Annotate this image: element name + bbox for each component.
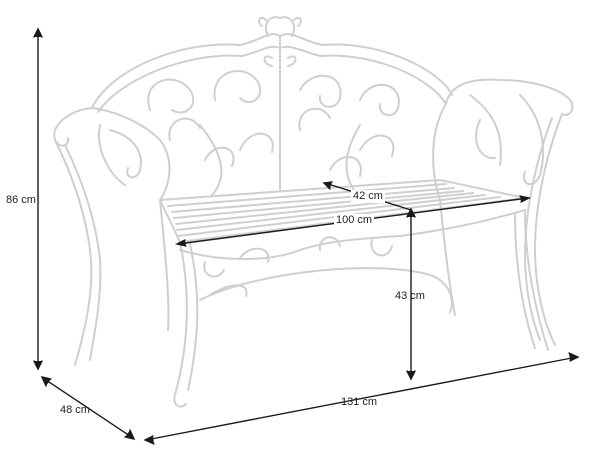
seat-depth-arrow-start <box>322 181 333 190</box>
seat-width-arrow-start <box>174 239 187 247</box>
left-armrest <box>53 107 171 201</box>
height-label: 86 cm <box>6 194 36 206</box>
height-arrow-top <box>33 27 43 38</box>
width-arrow-start <box>143 435 155 445</box>
height-arrow-bottom <box>33 360 43 371</box>
lower-brace <box>199 267 453 313</box>
width-arrow-end <box>568 352 580 362</box>
back-left-leg <box>159 199 170 331</box>
depth-dimension-line <box>42 377 134 439</box>
width-label: 131 cm <box>341 396 378 408</box>
seat-slats <box>167 183 501 237</box>
seat-width-label: 100 cm <box>334 214 375 227</box>
depth-arrow-end <box>124 429 136 440</box>
crest-ornament <box>258 16 302 71</box>
seat-height-arrow-bottom <box>406 370 416 381</box>
seat-depth-label: 42 cm <box>351 190 385 203</box>
right-armrest <box>432 78 574 201</box>
dimension-lines <box>33 27 580 445</box>
seat-apron <box>179 209 526 278</box>
seat-width-arrow-end <box>519 195 532 203</box>
width-dimension-line <box>145 356 578 441</box>
seat-height-label: 43 cm <box>395 290 425 302</box>
depth-arrow-start <box>40 376 52 387</box>
bench-frame <box>53 16 574 408</box>
backrest-scrolls <box>147 70 400 177</box>
back-right-leg <box>439 199 456 316</box>
front-right-leg <box>524 209 549 351</box>
depth-label: 48 cm <box>60 404 90 416</box>
front-left-leg <box>173 241 188 408</box>
